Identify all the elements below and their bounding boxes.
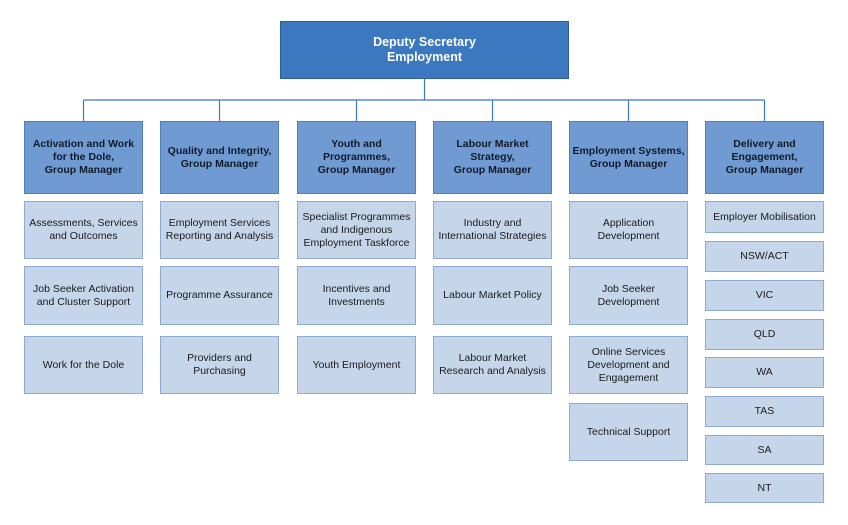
- branch-6-item-6: TAS: [705, 396, 824, 427]
- branch-5-item-4: Technical Support: [569, 403, 688, 461]
- group-manager-4: Labour Market Strategy, Group Manager: [433, 121, 552, 194]
- branch-6-item-8: NT: [705, 473, 824, 503]
- group-manager-3: Youth and Programmes, Group Manager: [297, 121, 416, 194]
- branch-2-item-3: Providers and Purchasing: [160, 336, 279, 394]
- branch-6-item-3: VIC: [705, 280, 824, 311]
- group-manager-1: Activation and Work for the Dole, Group …: [24, 121, 143, 194]
- branch-1-item-3: Work for the Dole: [24, 336, 143, 394]
- group-manager-6: Delivery and Engagement, Group Manager: [705, 121, 824, 194]
- branch-6-item-2: NSW/ACT: [705, 241, 824, 272]
- branch-4-item-2: Labour Market Policy: [433, 266, 552, 325]
- branch-1-item-1: Assessments, Services and Outcomes: [24, 201, 143, 259]
- branch-5-item-3: Online Services Development and Engageme…: [569, 336, 688, 394]
- node-deputy-secretary: Deputy Secretary Employment: [280, 21, 569, 79]
- branch-5-item-1: Application Development: [569, 201, 688, 259]
- branch-3-item-3: Youth Employment: [297, 336, 416, 394]
- branch-6-item-1: Employer Mobilisation: [705, 201, 824, 233]
- branch-6-item-5: WA: [705, 357, 824, 388]
- group-manager-2: Quality and Integrity, Group Manager: [160, 121, 279, 194]
- group-manager-5: Employment Systems, Group Manager: [569, 121, 688, 194]
- branch-3-item-1: Specialist Programmes and Indigenous Emp…: [297, 201, 416, 259]
- branch-5-item-2: Job Seeker Development: [569, 266, 688, 325]
- branch-3-item-2: Incentives and Investments: [297, 266, 416, 325]
- branch-6-item-4: QLD: [705, 319, 824, 350]
- branch-4-item-3: Labour Market Research and Analysis: [433, 336, 552, 394]
- branch-1-item-2: Job Seeker Activation and Cluster Suppor…: [24, 266, 143, 325]
- branch-2-item-1: Employment Services Reporting and Analys…: [160, 201, 279, 259]
- branch-4-item-1: Industry and International Strategies: [433, 201, 552, 259]
- branch-6-item-7: SA: [705, 435, 824, 465]
- branch-2-item-2: Programme Assurance: [160, 266, 279, 325]
